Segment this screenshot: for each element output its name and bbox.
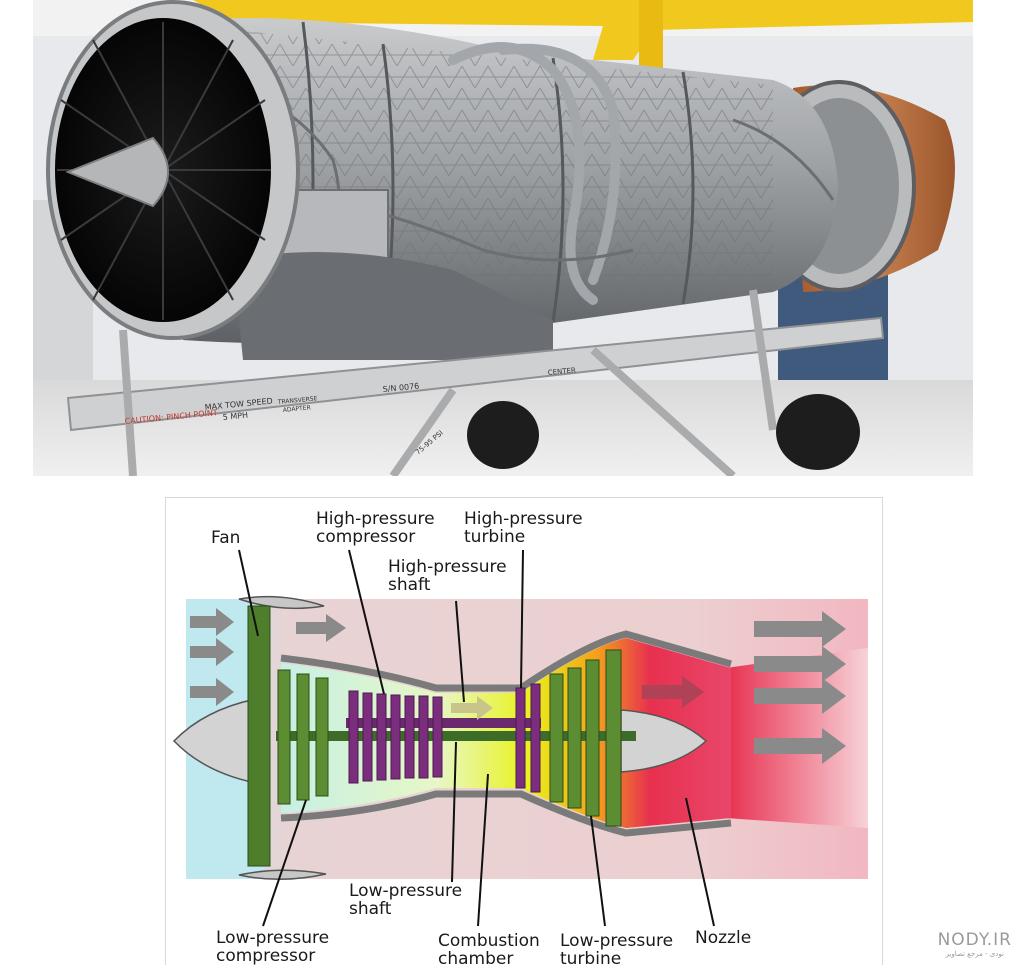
stand-wheel-right <box>776 394 860 470</box>
engine-photo: CAUTION: PINCH POINT MAX TOW SPEED 5 MPH… <box>33 0 973 479</box>
high-pressure-turbine-stages <box>515 683 541 793</box>
core-arrow <box>451 696 493 720</box>
inlet-arrow <box>190 608 234 636</box>
accessory-gearbox <box>233 252 553 360</box>
tail-cone <box>620 709 708 773</box>
label-fan: Fan <box>211 528 241 548</box>
low-pressure-compressor-stages <box>277 669 329 805</box>
plate-transverse: TRANSVERSE <box>277 395 318 406</box>
watermark-text: NODY.IR <box>937 930 1012 950</box>
core-casing-upper <box>280 630 732 692</box>
label-low-pressure-turbine: Low-pressure turbine <box>560 931 674 965</box>
inlet-arrow <box>190 678 234 706</box>
label-high-pressure-compressor: High-pressure compressor <box>316 509 435 547</box>
outlet-arrow <box>754 678 846 714</box>
fan-stage <box>247 605 271 867</box>
label-low-pressure-shaft: Low-pressure shaft <box>349 881 463 919</box>
hp-turbine-leader <box>520 549 524 689</box>
label-low-pressure-compressor: Low-pressure compressor <box>216 928 330 965</box>
bypass-arrow <box>296 614 346 642</box>
lp-compressor-leader <box>262 799 307 927</box>
low-pressure-shaft <box>276 731 636 741</box>
outlet-arrow <box>754 646 846 682</box>
nacelle-bottom <box>238 869 327 880</box>
core-casing-lower <box>280 790 732 837</box>
high-pressure-compressor-stages <box>348 690 443 784</box>
plate-adapter: ADAPTER <box>283 404 312 414</box>
stand-legs <box>119 289 777 479</box>
yellow-gantry-beam <box>193 0 973 60</box>
exhaust-arrow <box>642 676 704 708</box>
low-pressure-turbine-stages <box>549 649 622 827</box>
inlet-arrow <box>190 638 234 666</box>
turbofan-diagram-graphic <box>172 549 868 927</box>
plate-5mph: 5 MPH <box>222 411 248 422</box>
nozzle-leader <box>685 797 715 927</box>
stand-rail <box>66 316 885 432</box>
hp-shaft-leader <box>455 600 465 703</box>
watermark-subtext: نودی - مرجع تصاویر <box>945 950 1004 958</box>
engine-photo-graphic: CAUTION: PINCH POINT MAX TOW SPEED 5 MPH… <box>33 0 973 479</box>
watermark: NODY.IR نودی - مرجع تصاویر <box>938 930 1012 958</box>
outlet-arrow <box>754 728 846 764</box>
stand-wheel-left <box>467 401 539 469</box>
plate-center: CENTER <box>547 366 576 377</box>
lp-turbine-leader <box>590 815 606 927</box>
fan-leader <box>238 549 259 637</box>
label-nozzle: Nozzle <box>695 928 752 948</box>
airflow-arrows <box>190 608 846 764</box>
high-pressure-shaft <box>346 718 541 728</box>
outlet-arrow <box>754 611 846 647</box>
label-combustion-chamber: Combustion chamber <box>438 931 540 965</box>
hp-compressor-leader <box>348 549 385 695</box>
combustion-leader <box>477 773 489 927</box>
yellow-gantry-post <box>639 0 663 70</box>
label-high-pressure-shaft: High-pressure shaft <box>388 557 507 595</box>
turbofan-diagram: Fan High-pressure compressor High-pressu… <box>165 497 883 965</box>
label-high-pressure-turbine: High-pressure turbine <box>464 509 583 547</box>
pipes <box>448 42 621 305</box>
nose-cone <box>65 136 169 208</box>
plate-serial: S/N 0076 <box>382 382 419 394</box>
fan-blades <box>57 22 271 320</box>
lp-shaft-leader <box>451 741 457 883</box>
leader-lines <box>238 549 715 927</box>
